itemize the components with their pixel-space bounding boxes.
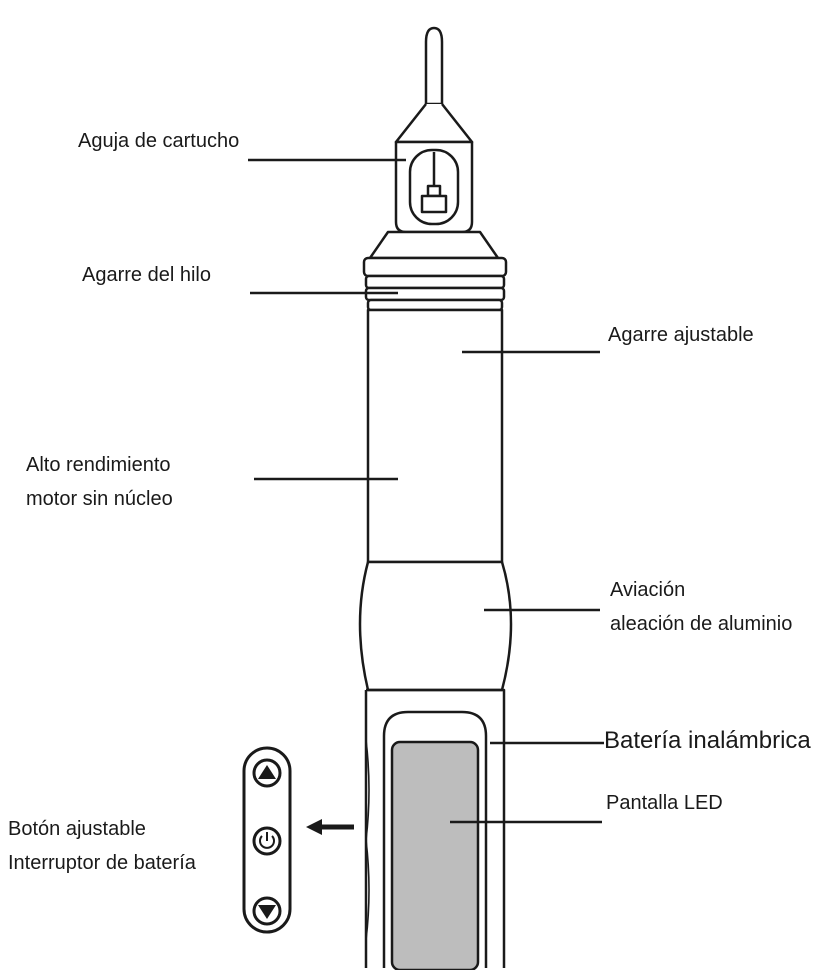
battery-body xyxy=(364,688,506,968)
thread-grip xyxy=(362,230,508,312)
cartridge-housing xyxy=(394,140,474,234)
leader-lines xyxy=(248,158,604,824)
power-icon xyxy=(252,826,282,856)
label-wireless-battery: Batería inalámbrica xyxy=(604,727,811,754)
label-aviation: Aviación aleación de aluminio xyxy=(610,573,792,641)
motor-body xyxy=(366,308,504,564)
label-button: Botón ajustable Interruptor de batería xyxy=(8,812,196,880)
button-panel xyxy=(242,746,292,934)
label-motor: Alto rendimiento motor sin núcleo xyxy=(26,448,173,516)
label-motor-line1: Alto rendimiento xyxy=(26,454,171,476)
label-motor-line2: motor sin núcleo xyxy=(26,488,173,510)
arrow-left-icon xyxy=(306,819,354,835)
arrow-up-icon xyxy=(252,758,282,788)
label-aviation-line2: aleación de aluminio xyxy=(610,613,793,635)
needle-tip xyxy=(394,26,474,144)
label-adjustable-grip: Agarre ajustable xyxy=(608,324,754,346)
label-led-screen: Pantalla LED xyxy=(606,792,723,814)
label-thread-grip: Agarre del hilo xyxy=(82,264,211,286)
label-aviation-line1: Aviación xyxy=(610,579,686,601)
label-button-line2: Interruptor de batería xyxy=(8,852,196,874)
label-button-line1: Botón ajustable xyxy=(8,818,146,840)
led-screen xyxy=(390,740,480,970)
label-underlines xyxy=(89,159,759,825)
label-cartridge-needle: Aguja de cartucho xyxy=(78,130,240,152)
aluminium-sleeve xyxy=(358,560,513,692)
arrow-down-icon xyxy=(252,896,282,926)
